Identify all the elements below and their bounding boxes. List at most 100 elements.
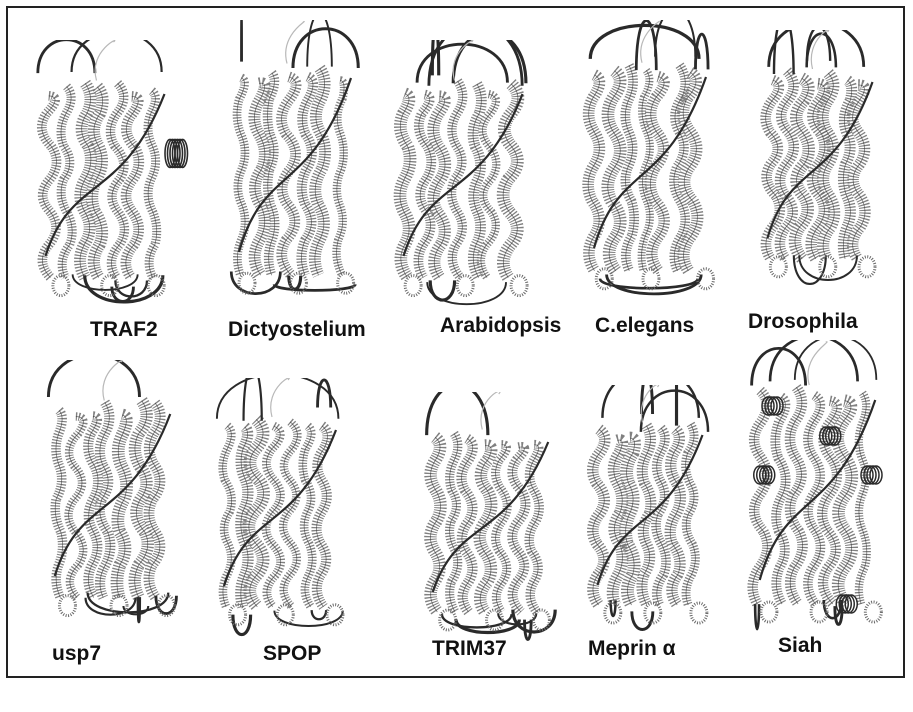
loop-coil (632, 611, 653, 629)
panel-arabidopsis (378, 40, 548, 360)
beta-strand (656, 428, 666, 605)
loop-coil (312, 610, 326, 619)
beta-strand (503, 84, 518, 278)
meprin-ribbon (575, 385, 725, 635)
panel-dictyostelium (215, 20, 385, 340)
beta-strand (117, 415, 127, 598)
beta-strand (496, 445, 508, 612)
beta-strand (670, 429, 680, 605)
structure-figure: TRAF2 Dictyostelium Arabidopsis C.elegan… (0, 0, 913, 684)
loop-coil (795, 340, 877, 380)
beta-strand (608, 71, 621, 271)
beta-strand (315, 68, 325, 275)
label-spop: SPOP (263, 642, 321, 666)
beta-strand (481, 94, 496, 278)
beta-strand (433, 97, 445, 278)
label-usp7: usp7 (52, 642, 101, 666)
beta-strand (512, 447, 525, 612)
beta-strand (588, 75, 599, 271)
beta-strand (650, 77, 664, 271)
beta-strand (69, 416, 84, 597)
panel-usp7 (30, 360, 200, 680)
beta-strand (795, 78, 809, 259)
beta-strand (42, 96, 57, 278)
terminal-tail (95, 41, 115, 81)
beta-strand (80, 83, 91, 277)
beta-strand (126, 96, 139, 277)
beta-strand (462, 439, 473, 612)
beta-strand (283, 422, 297, 607)
loop-coil (590, 25, 699, 59)
loop-coil (274, 611, 342, 626)
curl (405, 276, 421, 296)
beta-strand (450, 433, 458, 612)
beta-strand (418, 94, 431, 277)
curl (59, 596, 75, 616)
terminal-tail (103, 361, 122, 401)
spop-ribbon (200, 378, 360, 638)
beta-strand (249, 419, 264, 606)
curl (511, 276, 527, 296)
panel-drosophila (745, 30, 913, 350)
curl (440, 610, 456, 630)
loop-coil (430, 280, 454, 300)
label-traf2: TRAF2 (90, 318, 158, 342)
beta-strand (473, 84, 481, 278)
drosophila-ribbon (745, 30, 895, 290)
beta-strand (100, 402, 111, 597)
beta-strand (853, 85, 865, 259)
beta-strand (149, 403, 160, 598)
terminal-tail (808, 342, 827, 385)
loop-coil (307, 20, 332, 67)
beta-strand (626, 438, 635, 605)
panel-traf2 (20, 40, 190, 360)
label-celegans: C.elegans (595, 314, 694, 338)
loop-coil (38, 40, 95, 73)
curl (820, 257, 836, 277)
loop-coil (293, 29, 358, 68)
loop-coil (636, 21, 656, 71)
label-arabidopsis: Arabidopsis (440, 314, 561, 338)
loop-coil (770, 340, 858, 381)
trim37-ribbon (408, 392, 573, 642)
curl (338, 273, 354, 293)
arabidopsis-ribbon (378, 40, 548, 310)
beta-strand (452, 81, 463, 278)
curl (691, 603, 707, 623)
beta-strand (61, 86, 72, 277)
dictyostelium-ribbon (215, 20, 375, 310)
beta-strand (625, 65, 634, 270)
beta-strand (753, 391, 768, 604)
siah-ribbon (735, 340, 900, 640)
curl (859, 257, 875, 277)
label-dictyostelium: Dictyostelium (228, 318, 366, 342)
curl (865, 602, 881, 622)
curl (761, 602, 777, 622)
loop-coil (72, 40, 162, 72)
curl (770, 257, 786, 277)
beta-strand (110, 83, 124, 277)
alpha-helix (165, 139, 188, 167)
beta-strand (266, 426, 281, 607)
loop-coil (138, 597, 140, 622)
loop-coil (48, 360, 139, 397)
alpha-helix (754, 466, 775, 484)
celegans-ribbon (570, 20, 730, 305)
loop-coil (755, 604, 759, 629)
loop-coil (244, 378, 262, 421)
beta-strand (686, 424, 696, 605)
beta-strand (303, 426, 313, 607)
beta-strand (268, 73, 275, 275)
beta-strand (301, 77, 313, 276)
loop-coil (799, 255, 857, 280)
loop-coil (427, 392, 488, 435)
beta-strand (790, 387, 803, 604)
usp7-ribbon (30, 360, 195, 630)
loop-coil (274, 284, 355, 290)
curl (239, 273, 255, 293)
loop-coil (774, 30, 794, 74)
beta-strand (135, 401, 148, 598)
beta-strand (775, 397, 785, 604)
label-meprin: Meprin α (588, 637, 676, 661)
label-siah: Siah (778, 634, 822, 658)
